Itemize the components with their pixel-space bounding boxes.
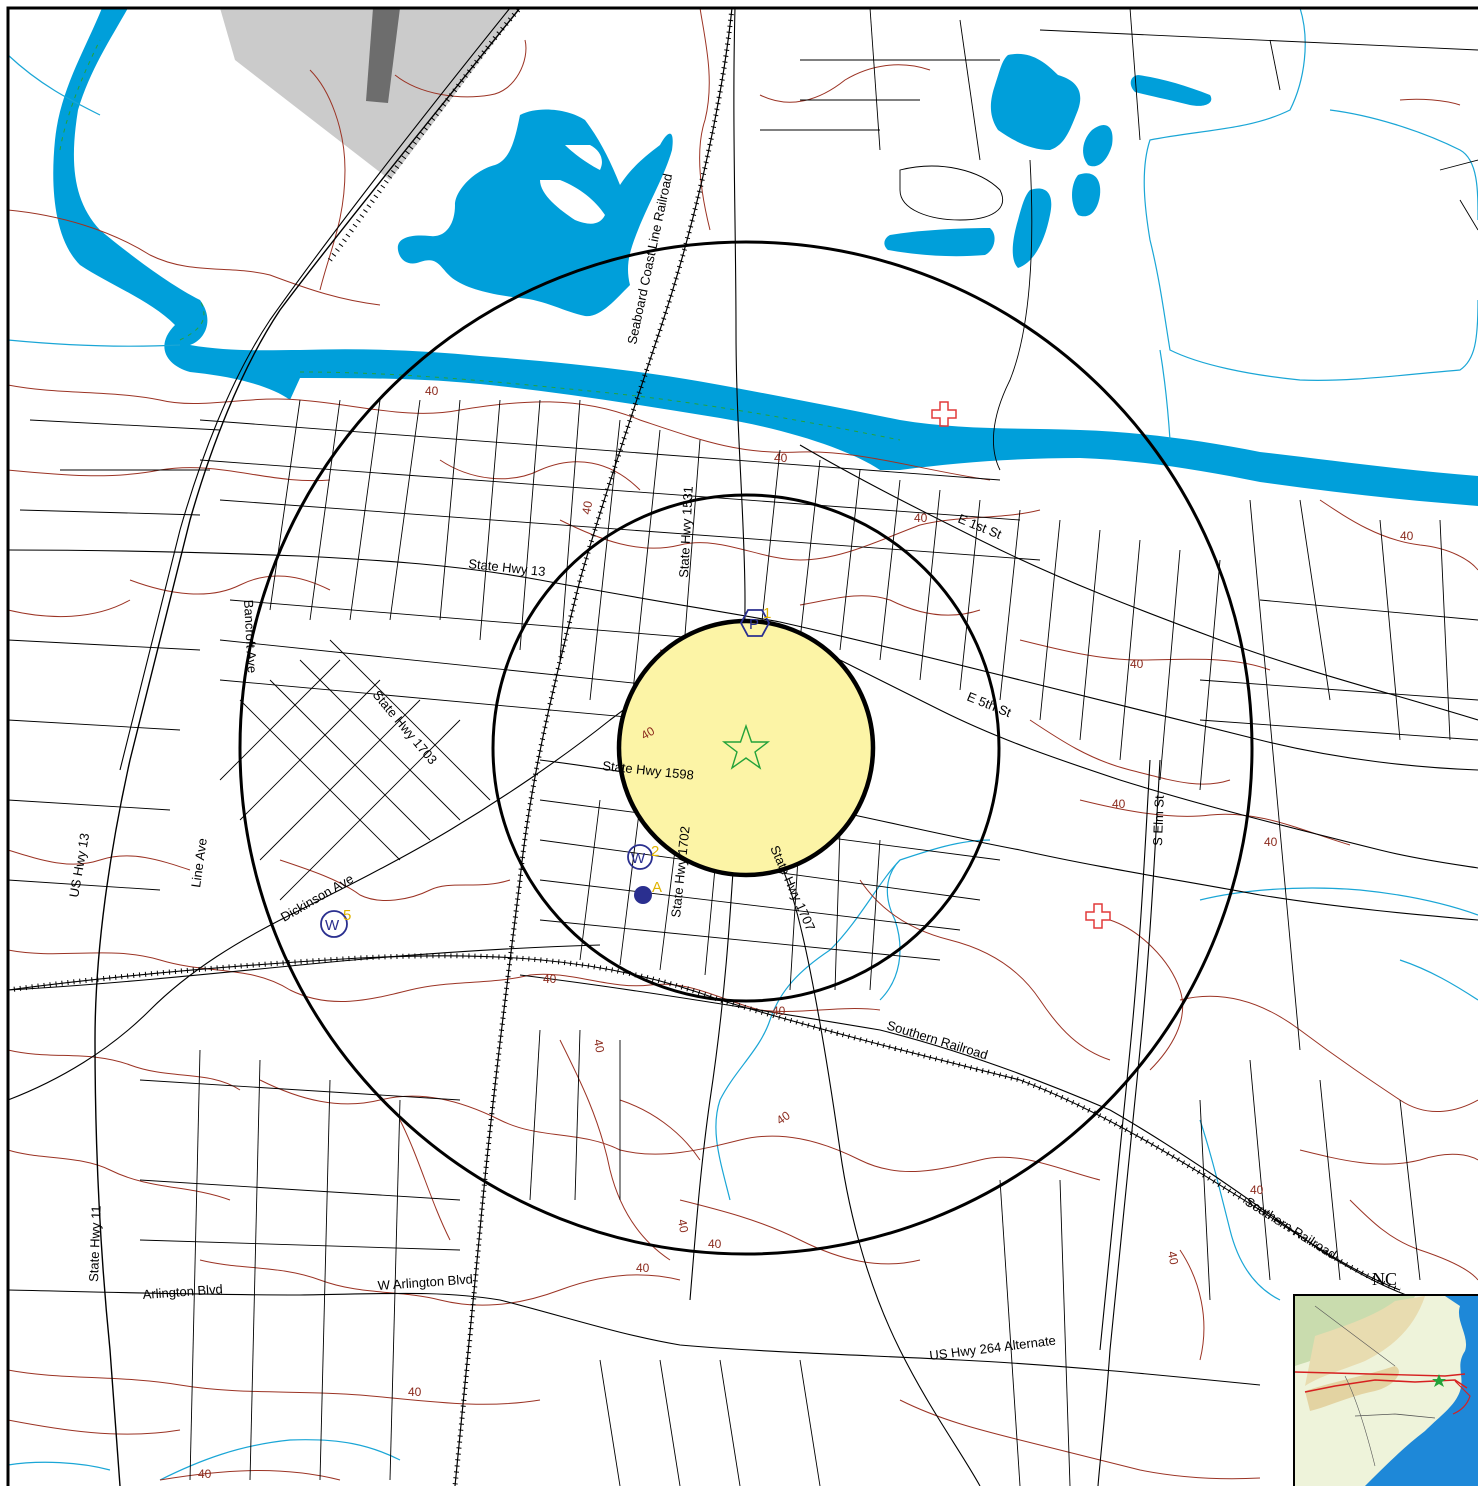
contour-label: 40 <box>543 972 557 986</box>
contour-label: 40 <box>1112 797 1126 811</box>
hospital-icons <box>931 401 1111 929</box>
contour-label: 40 <box>1250 1183 1264 1197</box>
label-hwy-11: State Hwy 11 <box>86 1205 104 1282</box>
site-1-label: 1 <box>763 605 771 622</box>
site-2-label: 2 <box>651 843 659 860</box>
site-a-label: A <box>652 879 662 896</box>
buffer-middle-ring <box>491 493 1001 1003</box>
buffer-rings <box>238 240 1254 1256</box>
contour-label: 40 <box>591 1038 607 1054</box>
label-s-elm: S Elm St <box>1150 795 1167 846</box>
contour-label: 40 <box>579 500 595 516</box>
contour-label: 40 <box>636 1261 650 1275</box>
hexagon-p-icon <box>739 609 771 637</box>
site-1-symbol: P <box>749 616 759 633</box>
circle-w-icon <box>627 844 653 870</box>
map-border <box>6 6 1478 1486</box>
label-arlington: Arlington Blvd <box>142 1281 223 1302</box>
label-southern-railroad-1: Southern Railroad <box>885 1018 990 1063</box>
filled-dot-icon <box>634 886 652 904</box>
subject-site-star-icon[interactable] <box>721 723 771 770</box>
runway <box>366 8 400 103</box>
label-e-5th: E 5th St <box>965 689 1014 720</box>
contour-label: 40 <box>914 511 928 525</box>
label-us-13: US Hwy 13 <box>66 832 92 899</box>
site-marker-5[interactable]: W 5 <box>320 907 351 938</box>
contour-label: 40 <box>774 1108 793 1127</box>
buffer-inner-zone <box>616 618 876 878</box>
label-hwy-13: State Hwy 13 <box>468 556 546 579</box>
site-5-label: 5 <box>343 907 351 924</box>
contour-label: 40 <box>198 1467 212 1481</box>
site-5-symbol: W <box>325 917 340 934</box>
contour-label: 40 <box>772 1004 786 1018</box>
site-2-symbol: W <box>631 850 646 867</box>
label-hwy-1531: State Hwy 1531 <box>676 486 696 578</box>
hospital-cross-icon[interactable] <box>931 401 957 427</box>
contour-label: 40 <box>639 724 658 743</box>
circle-w-icon <box>320 910 348 938</box>
contour-label: 40 <box>1130 657 1144 671</box>
inset-map-graphic <box>1295 1296 1478 1486</box>
label-e-1st: E 1st St <box>956 511 1004 542</box>
airport-area <box>220 8 520 180</box>
contour-label: 40 <box>408 1385 422 1399</box>
marsh-hatching <box>59 39 901 441</box>
contour-label: 40 <box>1400 529 1414 543</box>
label-bancroft: Bancroft Ave <box>241 599 260 673</box>
street-labels: E 1st St E 5th St State Hwy 1531 State H… <box>66 486 1167 1363</box>
site-marker-2[interactable]: W 2 <box>627 843 659 870</box>
contour-labels: 40 40 40 40 40 40 40 40 40 40 40 40 40 4… <box>198 384 1414 1481</box>
contour-label: 40 <box>708 1237 722 1251</box>
inset-state-label: NC <box>1372 1269 1397 1289</box>
contour-label: 40 <box>425 384 439 398</box>
site-marker-a[interactable]: A <box>634 879 662 904</box>
locator-inset-map[interactable] <box>1293 1294 1478 1486</box>
contour-label: 40 <box>774 451 788 465</box>
site-marker-1[interactable]: P 1 <box>739 605 771 637</box>
buffer-outer-ring <box>238 240 1254 1256</box>
label-us-264-alt: US Hwy 264 Alternate <box>929 1333 1057 1363</box>
inset-site-star-icon <box>1432 1374 1446 1387</box>
label-line-ave: Line Ave <box>188 837 210 888</box>
contour-label: 40 <box>1264 835 1278 849</box>
contour-label: 40 <box>675 1218 691 1234</box>
streams <box>7 7 1478 1481</box>
label-w-arlington: W Arlington Blvd <box>377 1271 473 1293</box>
label-southern-railroad-2: Southern Railroad <box>1242 1194 1339 1262</box>
hospital-cross-icon[interactable] <box>1085 903 1111 929</box>
contour-label: 40 <box>1165 1250 1181 1266</box>
